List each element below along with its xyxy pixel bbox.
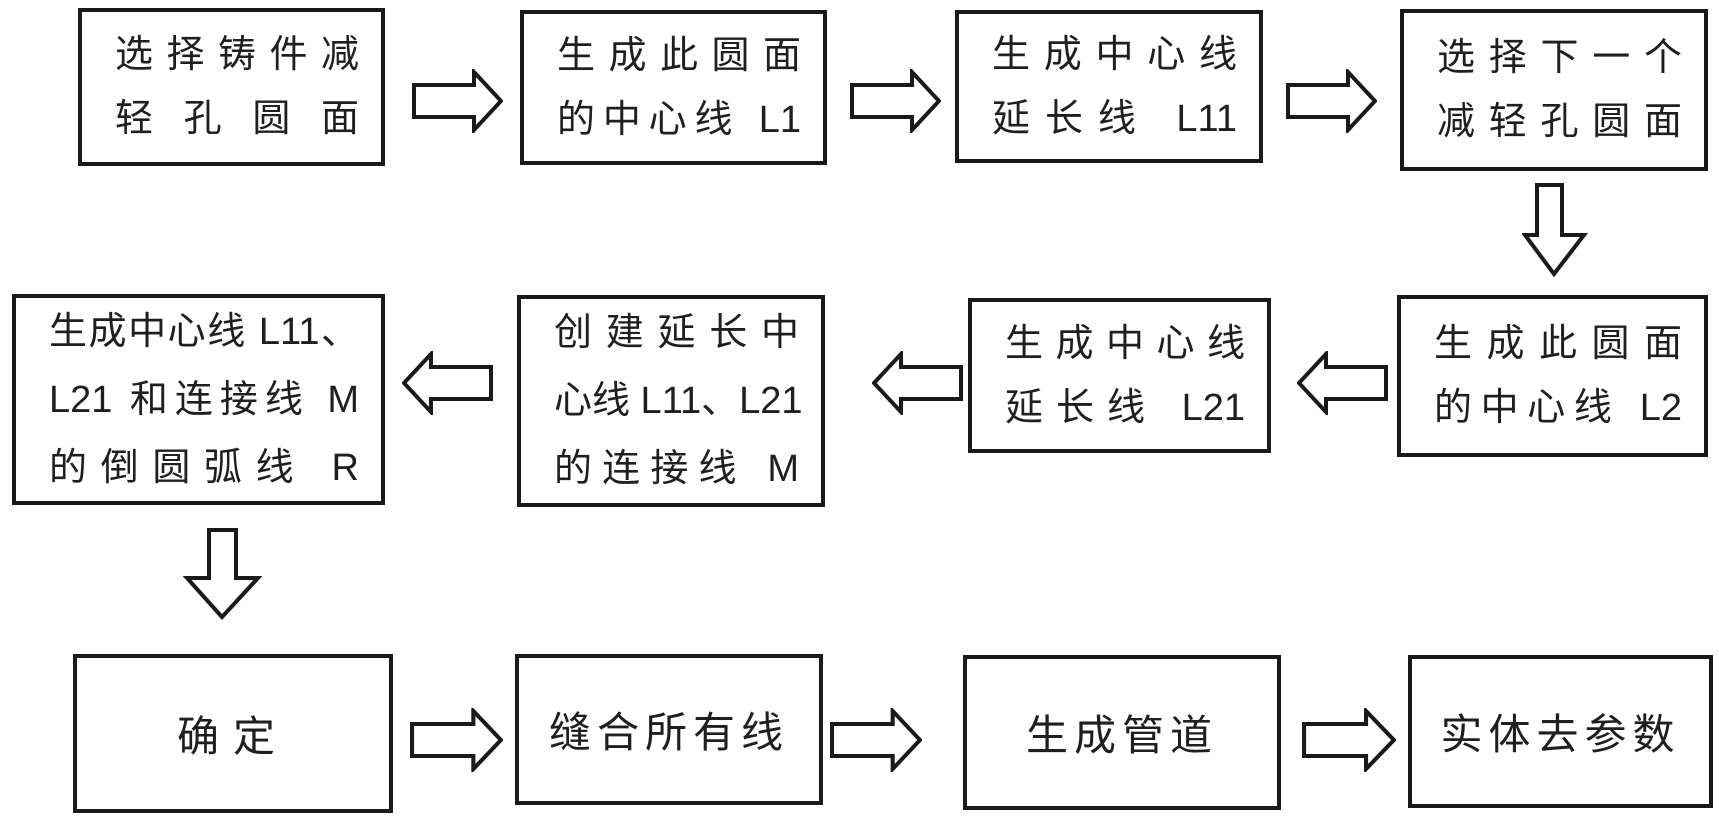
arrow-right-icon — [850, 69, 941, 133]
step-text-line: 的中心线 L2 — [1434, 387, 1682, 429]
flow-step-sew-all-lines: 缝合所有线 — [515, 654, 823, 805]
flow-step-generate-extension-l11: 生成中心线 延长线 L11 — [955, 10, 1263, 163]
flow-step-generate-fillet-arc-r: 生成中心线 L11、 L21 和连接线 M 的倒圆弧线 R — [12, 294, 385, 505]
arrow-right-icon — [410, 708, 503, 772]
flow-step-select-lightening-hole-face: 选择铸件减 轻孔圆面 — [78, 8, 385, 166]
flow-step-confirm: 确定 — [73, 654, 393, 813]
flow-step-select-next-hole-face: 选择下一个 减轻孔圆面 — [1400, 9, 1708, 171]
step-text-line: 生成中心线 L11、 — [49, 310, 359, 353]
step-text-line: 生成管道 — [1025, 712, 1218, 759]
arrow-left-icon — [1297, 351, 1388, 415]
step-text-line: 生成此圆面 — [1434, 323, 1682, 365]
arrow-down-icon — [1522, 183, 1588, 277]
step-text-line: 减轻孔圆面 — [1437, 101, 1682, 143]
step-text-line: 生成此圆面 — [557, 34, 801, 77]
step-text-line: 的中心线 L1 — [557, 98, 801, 141]
step-text-line: 生成中心线 — [992, 33, 1237, 76]
step-text-line: 创建延长中 — [554, 312, 799, 354]
arrow-left-icon — [402, 351, 493, 415]
step-text-line: 实体去参数 — [1440, 711, 1681, 758]
arrow-left-icon — [872, 351, 963, 415]
step-text-line: 选择铸件减 — [115, 34, 359, 76]
flow-step-generate-extension-l21: 生成中心线 延长线 L21 — [968, 298, 1271, 453]
arrow-down-icon — [183, 528, 262, 620]
step-text-line: L21 和连接线 M — [49, 378, 359, 421]
flow-step-generate-pipe: 生成管道 — [963, 655, 1281, 810]
step-text-line: 选择下一个 — [1437, 37, 1682, 79]
step-text-line: 轻孔圆面 — [115, 98, 359, 140]
step-text-line: 缝合所有线 — [548, 709, 789, 756]
step-text-line: 心线 L11、L21 — [554, 380, 803, 422]
arrow-right-icon — [830, 708, 922, 772]
flow-step-generate-centerline-l2: 生成此圆面 的中心线 L2 — [1397, 295, 1708, 457]
step-text-line: 延长线 L11 — [992, 97, 1237, 140]
step-text-line: 确定 — [176, 713, 289, 760]
flow-step-create-connecting-line-m: 创建延长中 心线 L11、L21 的连接线 M — [517, 295, 825, 507]
arrow-right-icon — [412, 69, 503, 133]
step-text-line: 的倒圆弧线 R — [49, 446, 359, 489]
flow-step-generate-centerline-l1: 生成此圆面 的中心线 L1 — [520, 10, 827, 165]
flow-step-solid-remove-parameters: 实体去参数 — [1408, 655, 1713, 808]
arrow-right-icon — [1302, 708, 1396, 772]
arrow-right-icon — [1286, 69, 1377, 133]
step-text-line: 的连接线 M — [554, 448, 799, 490]
step-text-line: 生成中心线 — [1005, 322, 1245, 365]
step-text-line: 延长线 L21 — [1005, 386, 1245, 429]
